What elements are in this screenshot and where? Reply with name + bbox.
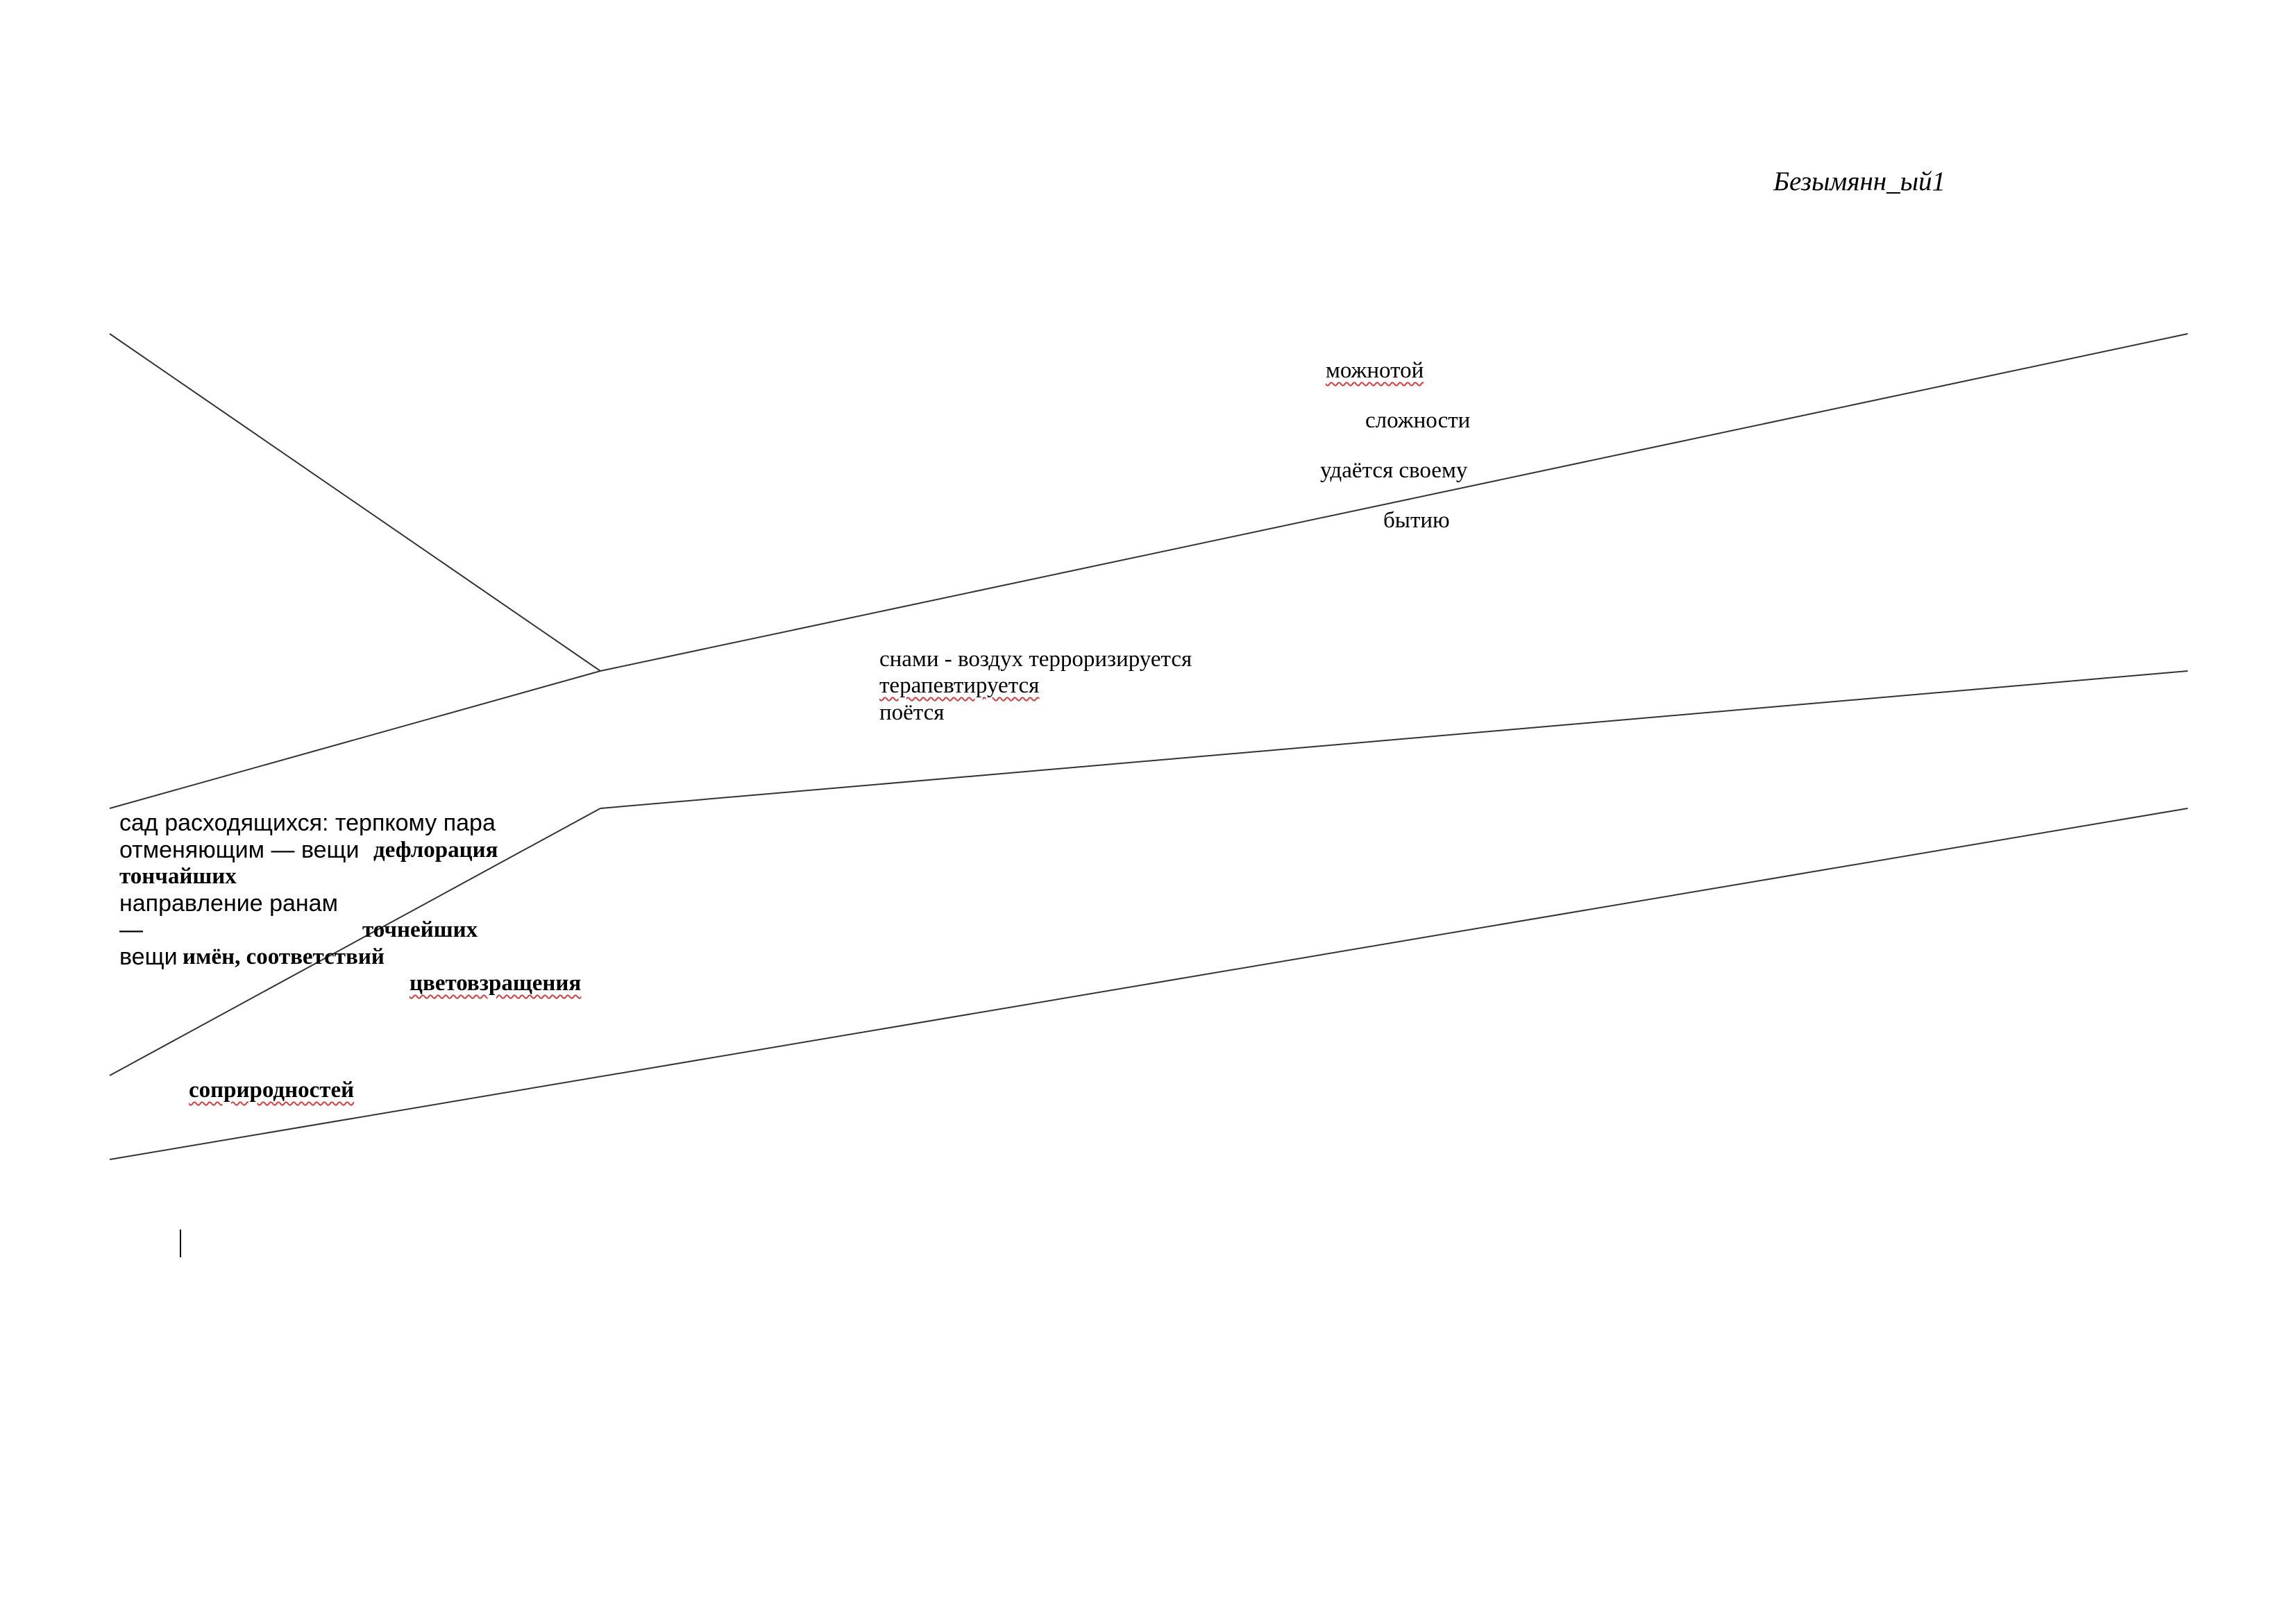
text-slozhnosti: сложности — [1365, 408, 1471, 433]
line-upper-left-diagonal — [109, 333, 601, 672]
text-otmenyayushchim: отменяющим — вещи — [119, 837, 360, 863]
text-veshchi: вещи — [119, 944, 178, 970]
text-bytiyu: бытию — [1383, 508, 1450, 533]
text-tonchayshikh: тончайших — [119, 864, 237, 889]
line-upper-long — [600, 333, 2188, 672]
line-upper-left-lower — [109, 670, 601, 809]
text-terapevtiruetsya: терапевтируется — [879, 673, 1040, 698]
text-udaetsya-svoemu: удаётся своему — [1320, 458, 1468, 483]
text-napravlenie-ranam: направление ранам — [119, 890, 338, 917]
text-cursor[interactable] — [180, 1230, 181, 1257]
text-soprirodnostey: соприродностей — [189, 1078, 355, 1103]
line-lower-long — [109, 808, 2188, 1160]
text-snami-vozdukh: снами - воздух терроризируется — [879, 647, 1192, 672]
text-tochneyshikh: точнейших — [362, 917, 478, 942]
text-poetsya: поётся — [879, 700, 945, 725]
line-middle-long — [600, 670, 2188, 809]
line-middle-left-diagonal — [109, 808, 601, 1076]
document-title: Безымянн_ый1 — [1773, 167, 1946, 196]
text-imen-sootvetstviy: имён, соответствий — [183, 944, 385, 969]
text-mozhnotoy: можнотой — [1326, 358, 1424, 383]
text-dash: — — [119, 917, 143, 943]
text-sad-raskhodyashchikhsya: сад расходящихся: терпкому пара — [119, 810, 496, 836]
text-defloratsiya: дефлорация — [373, 838, 498, 863]
text-tsvetovzrashcheniya: цветовзращения — [410, 971, 582, 996]
